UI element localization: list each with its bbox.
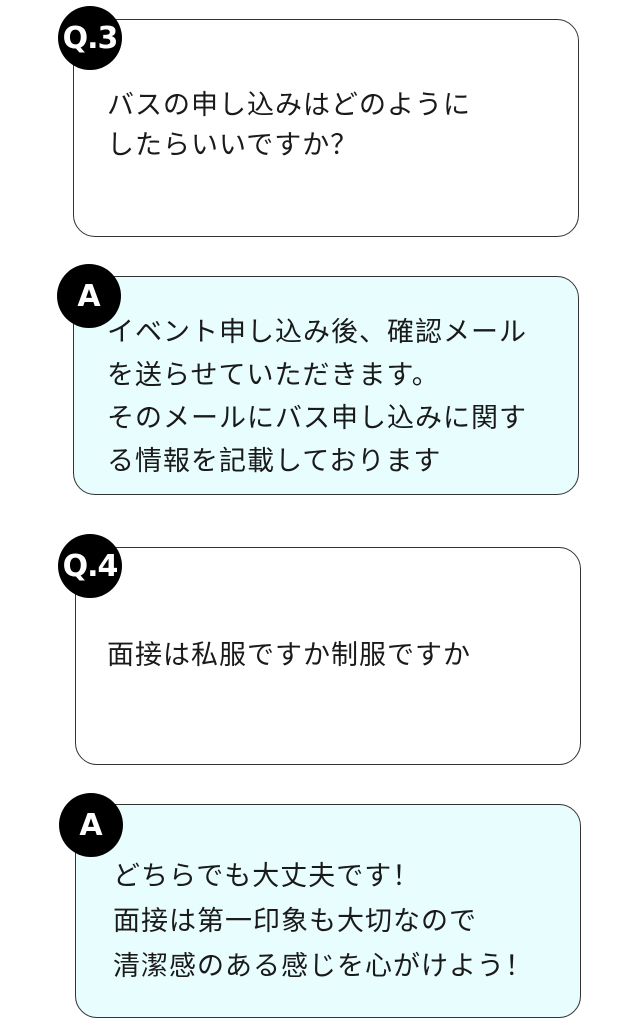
answer-card-q3: イベント申し込み後、確認メール を送らせていただきます。 そのメールにバス申し込… [73, 276, 579, 495]
answer-text: どちらでも大丈夫です！ 面接は第一印象も大切なので 清潔感のある感じを心がけよう… [113, 861, 533, 982]
question-badge: Q.3 [58, 6, 122, 70]
question-badge: Q.4 [58, 534, 122, 598]
answer-text: イベント申し込み後、確認メール を送らせていただきます。 そのメールにバス申し込… [107, 317, 527, 477]
question-text: 面接は私服ですか制服ですか [107, 640, 471, 671]
answer-badge: A [57, 264, 121, 328]
question-card-q3: バスの申し込みはどのように したらいいですか？ [73, 19, 579, 237]
answer-badge: A [59, 793, 123, 857]
question-text: バスの申し込みはどのように したらいいですか？ [107, 90, 471, 161]
question-card-q4: 面接は私服ですか制服ですか [75, 547, 581, 765]
answer-card-q4: どちらでも大丈夫です！ 面接は第一印象も大切なので 清潔感のある感じを心がけよう… [75, 804, 581, 1018]
